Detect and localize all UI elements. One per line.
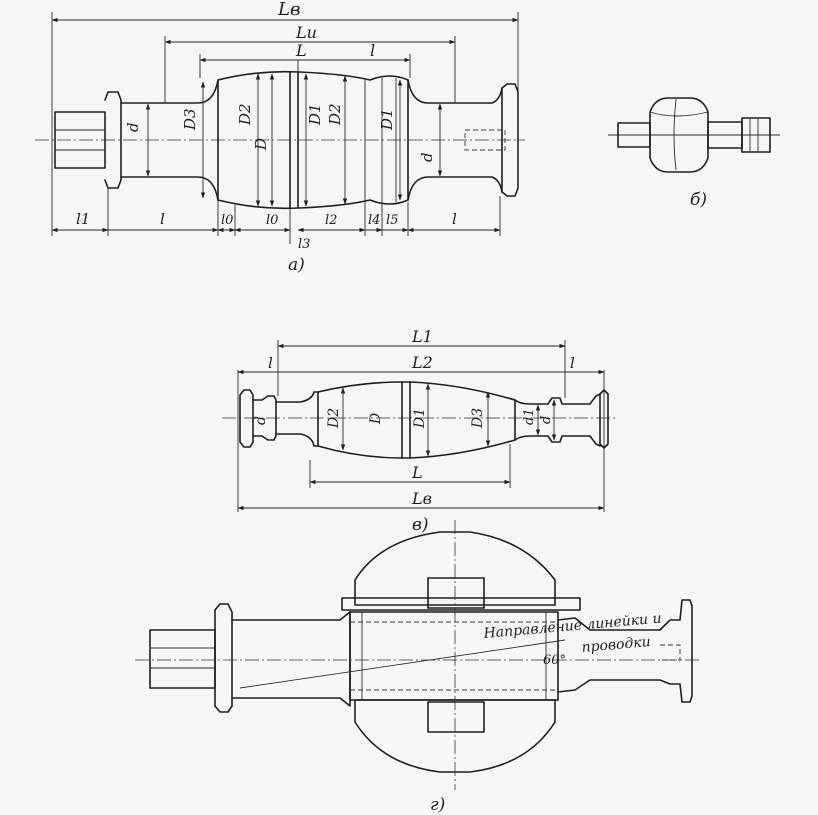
label-LB: Lв	[411, 489, 432, 508]
b-barrel	[649, 97, 709, 173]
lower-window	[427, 701, 485, 733]
label-D2b: D2	[326, 103, 344, 126]
g-left-shaft	[149, 629, 216, 689]
caption-a: а)	[288, 255, 305, 275]
label-l-right: l	[570, 354, 575, 372]
label-d-left: d	[253, 416, 269, 425]
label-L: L	[411, 463, 423, 482]
g-barrel	[349, 611, 559, 701]
angle-label: 60°	[543, 653, 566, 668]
caption-g: г)	[430, 795, 445, 815]
left-flange	[104, 91, 122, 189]
left-journal-top	[120, 79, 219, 104]
label-l-left: l	[160, 210, 165, 228]
label-d-right: d	[539, 416, 554, 424]
caption-b: б)	[690, 190, 707, 210]
upper-housing	[354, 531, 556, 606]
left-journal-bottom	[120, 176, 219, 201]
guide-direction-line	[239, 639, 566, 689]
b-right-shaft	[741, 117, 771, 153]
v-left-journal-bottom	[275, 433, 319, 447]
label-D: D	[252, 138, 270, 151]
label-d-right: d	[418, 152, 436, 162]
label-l3: l3	[298, 237, 310, 252]
label-D3: D3	[181, 108, 199, 131]
figure-a-roll: Lв Lu L l d D3 D2 D D1 D2 D1 d l1 l l0 l…	[35, 0, 525, 275]
label-L1: L1	[411, 327, 433, 346]
label-l-left: l	[268, 354, 273, 372]
label-D3: D3	[470, 408, 486, 429]
label-l0b: l0	[266, 213, 278, 228]
label-l1: l1	[76, 210, 90, 228]
label-l2: l2	[325, 213, 337, 228]
v-left-journal-top	[275, 391, 319, 403]
caption-v: в)	[412, 515, 429, 535]
v-left-neck	[252, 395, 277, 441]
upper-window	[427, 577, 485, 609]
label-D1a: D1	[306, 103, 324, 126]
g-right-journal	[557, 599, 693, 703]
right-journal-top	[407, 79, 503, 104]
label-l-top: l	[370, 41, 375, 60]
label-l4: l4	[368, 213, 380, 228]
label-d-left: d	[124, 122, 142, 132]
v-right-journal-top	[514, 393, 601, 405]
right-journal-bottom	[407, 176, 503, 201]
label-D1: D1	[412, 408, 428, 429]
v-right-journal-bottom	[514, 435, 601, 447]
note-line2: проводки	[581, 634, 651, 656]
label-L: L	[295, 41, 307, 60]
label-l-right: l	[452, 210, 457, 228]
label-LB: Lв	[277, 0, 300, 20]
figure-v-roll: L1 L2 l l d D2 D D1 D3 d1 d L Lв в)	[222, 327, 618, 535]
left-shaft	[54, 111, 106, 169]
label-D2: D2	[326, 408, 342, 429]
g-left-journal	[231, 611, 351, 707]
label-D: D	[368, 413, 384, 425]
figure-g-roll-in-stand: Направление линейки и проводки 60° г)	[135, 520, 700, 815]
label-l5: l5	[386, 213, 398, 228]
label-D1b: D1	[378, 108, 396, 131]
label-L2: L2	[411, 353, 433, 372]
g-left-flange	[214, 603, 233, 713]
label-d1: d1	[522, 408, 537, 425]
figure-b-roll-sketch: б)	[608, 97, 780, 210]
label-D2a: D2	[236, 103, 254, 126]
label-Lu: Lu	[295, 23, 317, 42]
v-left-flange	[239, 389, 254, 448]
label-l0a: l0	[221, 213, 233, 228]
guide-bar	[341, 597, 581, 611]
lower-housing	[354, 699, 556, 773]
